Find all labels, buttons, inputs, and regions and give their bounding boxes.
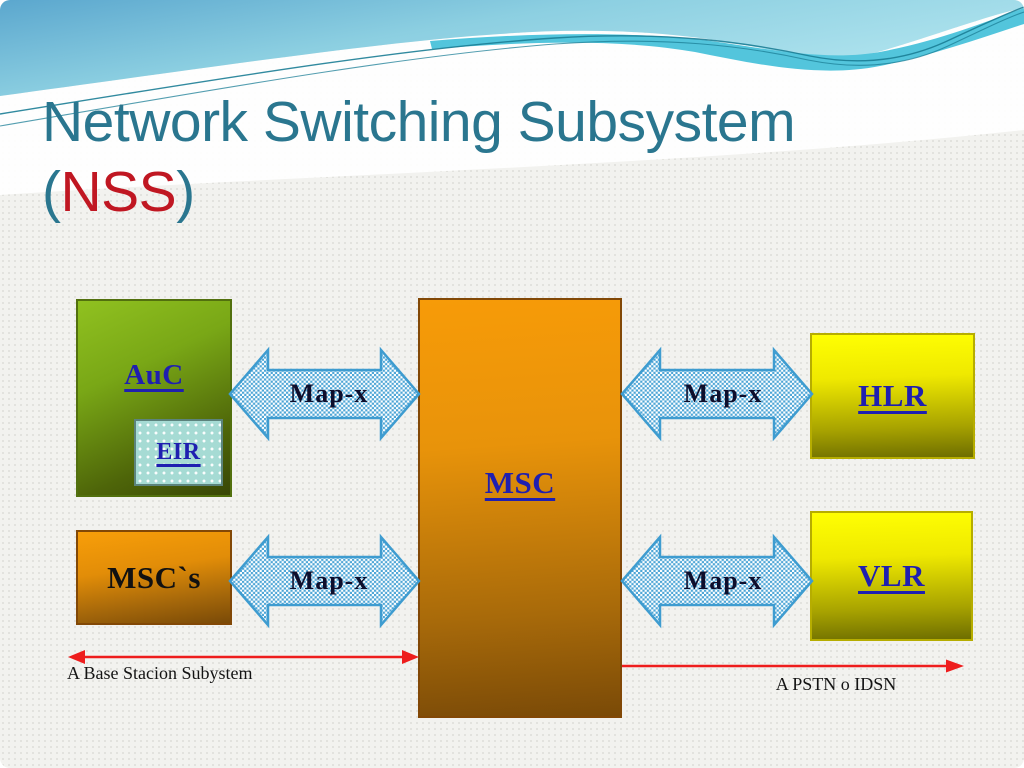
map-x-label-mscs-msc: Map-x [289,566,369,595]
node-eir-box: EIR [134,419,223,486]
node-vlr-box: VLR [810,511,973,641]
page-title-line1: Network Switching Subsystem [42,90,796,154]
page-title: Network Switching Subsystem (NSS) [42,88,796,228]
map-x-label-msc-hlr: Map-x [683,379,763,408]
node-msc-box: MSC [418,298,622,718]
bss-range-arrow-head-left [68,650,85,664]
wave-cyan-ribbon [430,8,1024,71]
pstn-arrow-head [946,659,964,673]
node-eir-label: EIR [156,439,201,465]
node-mscs-label: MSC`s [107,559,201,595]
wave-band [0,0,1024,96]
map-x-label-msc-vlr: Map-x [683,566,763,595]
bss-range-arrow-head-right [402,650,419,664]
title-paren-open: ( [42,159,61,224]
node-msc-label: MSC [484,465,556,501]
bss-caption: A Base Stacion Subystem [67,663,253,683]
page-title-line2: (NSS) [42,158,795,228]
node-vlr-label: VLR [858,558,925,593]
pstn-caption: A PSTN o IDSN [775,674,897,694]
node-hlr-label: HLR [858,378,927,413]
map-x-label-auc-msc: Map-x [289,379,369,408]
node-mscs-box: MSC`s [76,530,232,625]
title-acronym: NSS [60,159,177,224]
wave-accent-line-2 [0,11,1024,127]
title-paren-close: ) [176,159,195,224]
node-auc-label: AuC [124,359,184,391]
node-hlr-box: HLR [810,333,975,459]
header-wave-graphic [0,0,1024,195]
wave-accent-line-1 [0,6,1024,115]
